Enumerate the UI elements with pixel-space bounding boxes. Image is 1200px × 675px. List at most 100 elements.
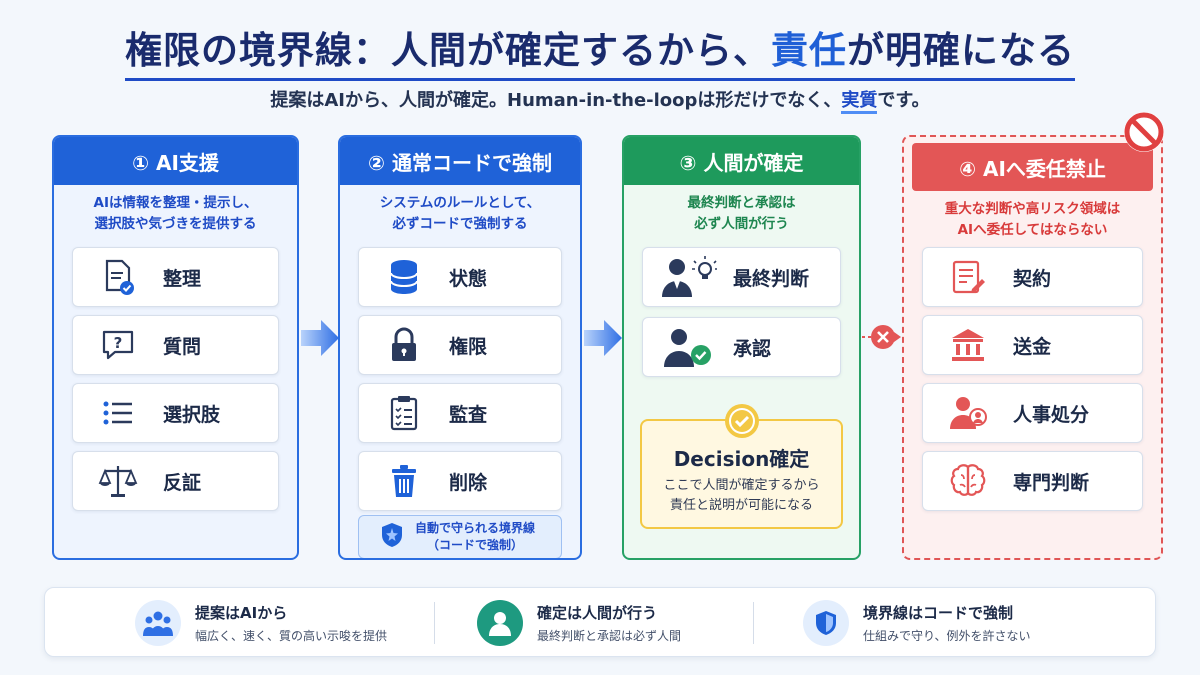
- column-desc-line1: 重大な判断や高リスク領域は: [944, 201, 1121, 217]
- item-label: 反証: [163, 471, 202, 494]
- check-circle-icon: [724, 403, 760, 443]
- footer-text: 境界線はコードで強制 仕組みで守り、例外を許さない: [863, 602, 1031, 644]
- column-heading: ④ AIへ委任禁止: [912, 143, 1153, 191]
- footer-item-code-boundary: 境界線はコードで強制 仕組みで守り、例外を許さない: [803, 588, 1031, 658]
- column-desc-line2: 選択肢や気づきを提供する: [94, 216, 257, 232]
- title-accent: 責任: [771, 29, 847, 72]
- bank-icon: [923, 325, 1013, 365]
- item-counter: 反証: [72, 451, 279, 511]
- item-organize: 整理: [72, 247, 279, 307]
- column-ai-support: ① AI支援 AIは情報を整理・提示し、 選択肢や気づきを提供する 整理 ? 質…: [52, 135, 299, 560]
- item-label: 契約: [1013, 267, 1052, 290]
- footer-divider: [434, 602, 435, 644]
- person-idea-icon: [643, 255, 733, 299]
- arrow-right-icon: [584, 320, 622, 356]
- column-desc: 重大な判断や高リスク領域は AIへ委任してはならない: [904, 199, 1161, 241]
- shield-icon: [803, 600, 849, 646]
- decision-line1: ここで人間が確定するから: [663, 478, 820, 493]
- item-final-judgement: 最終判断: [642, 247, 841, 307]
- decision-title: Decision確定: [673, 447, 810, 471]
- column-desc: AIは情報を整理・提示し、 選択肢や気づきを提供する: [54, 193, 297, 235]
- auto-guard-note: 自動で守られる境界線 （コードで強制）: [358, 515, 562, 558]
- subtitle-text: 提案はAIから、人間が確定。Human-in-the-loopは形だけでなく、: [270, 90, 842, 111]
- clipboard-icon: [359, 393, 449, 433]
- item-label: 状態: [449, 267, 488, 290]
- prohibited-icon: [1124, 112, 1164, 152]
- item-delete: 削除: [358, 451, 562, 511]
- subtitle-tail: です。: [877, 90, 930, 111]
- decision-line2: 責任と説明が可能になる: [669, 498, 813, 513]
- item-label: 権限: [449, 335, 488, 358]
- item-label: 監査: [449, 403, 488, 426]
- item-label: 整理: [163, 267, 202, 290]
- item-label: 選択肢: [163, 403, 221, 426]
- column-no-delegation: ④ AIへ委任禁止 重大な判断や高リスク領域は AIへ委任してはならない 契約 …: [902, 135, 1163, 560]
- decision-box: Decision確定 ここで人間が確定するから 責任と説明が可能になる: [640, 404, 843, 529]
- item-label: 削除: [449, 471, 488, 494]
- database-icon: [359, 257, 449, 297]
- footer-item-ai-proposal: 提案はAIから 幅広く、速く、質の高い示唆を提供: [135, 588, 387, 658]
- arrow-right-icon: [301, 320, 339, 356]
- item-remittance: 送金: [922, 315, 1143, 375]
- column-heading: ③ 人間が確定: [624, 137, 859, 185]
- shield-icon: [379, 521, 405, 553]
- column-desc: システムのルールとして、 必ずコードで強制する: [340, 193, 580, 235]
- footer-divider: [753, 602, 754, 644]
- column-desc-line1: 最終判断と承認は: [687, 195, 796, 211]
- column-desc-line1: AIは情報を整理・提示し、: [93, 195, 258, 211]
- person-icon: [477, 600, 523, 646]
- footer-text: 確定は人間が行う 最終判断と承認は必ず人間: [537, 602, 681, 644]
- team-icon: [135, 600, 181, 646]
- item-hr-action: 人事処分: [922, 383, 1143, 443]
- decision-desc: ここで人間が確定するから 責任と説明が可能になる: [642, 476, 841, 516]
- column-desc-line2: 必ず人間が行う: [694, 216, 789, 232]
- item-approval: 承認: [642, 317, 841, 377]
- item-question: ? 質問: [72, 315, 279, 375]
- title-wrap: 権限の境界線：人間が確定するから、責任が明確になる: [0, 20, 1200, 81]
- scale-icon: [73, 461, 163, 501]
- column-code-enforce: ② 通常コードで強制 システムのルールとして、 必ずコードで強制する 状態 権限…: [338, 135, 582, 560]
- column-heading: ① AI支援: [54, 137, 297, 185]
- guard-line1: 自動で守られる境界線: [415, 521, 536, 535]
- footer-desc: 最終判断と承認は必ず人間: [537, 629, 682, 643]
- blocked-arrow-icon: [862, 325, 901, 349]
- item-expert-judgement: 専門判断: [922, 451, 1143, 511]
- question-bubble-icon: ?: [73, 325, 163, 365]
- column-desc: 最終判断と承認は 必ず人間が行う: [624, 193, 859, 235]
- column-heading: ② 通常コードで強制: [340, 137, 580, 185]
- footer-desc: 幅広く、速く、質の高い示唆を提供: [195, 629, 388, 643]
- footer-title: 境界線はコードで強制: [863, 604, 1014, 622]
- column-human-decide: ③ 人間が確定 最終判断と承認は 必ず人間が行う 最終判断 承認 Decisio…: [622, 135, 861, 560]
- item-label: 専門判断: [1013, 471, 1090, 494]
- item-contract: 契約: [922, 247, 1143, 307]
- guard-text: 自動で守られる境界線 （コードで強制）: [415, 520, 535, 554]
- document-check-icon: [73, 257, 163, 297]
- subtitle: 提案はAIから、人間が確定。Human-in-the-loopは形だけでなく、実…: [0, 86, 1200, 114]
- column-desc-line2: AIへ委任してはならない: [957, 222, 1108, 238]
- item-state: 状態: [358, 247, 562, 307]
- subtitle-strong: 実質: [841, 90, 878, 114]
- item-label: 送金: [1013, 335, 1052, 358]
- column-desc-line2: 必ずコードで強制する: [392, 216, 528, 232]
- footer-desc: 仕組みで守り、例外を許さない: [863, 629, 1031, 643]
- brain-icon: [923, 461, 1013, 501]
- item-permission: 権限: [358, 315, 562, 375]
- title-part2: が明確になる: [847, 29, 1075, 72]
- item-label: 人事処分: [1013, 403, 1090, 426]
- title-part1: 権限の境界線：人間が確定するから、: [125, 29, 771, 72]
- page-title: 権限の境界線：人間が確定するから、責任が明確になる: [125, 20, 1075, 81]
- svg-text:?: ?: [114, 334, 123, 352]
- footer-title: 確定は人間が行う: [537, 604, 658, 622]
- person-check-icon: [643, 325, 733, 369]
- footer-text: 提案はAIから 幅広く、速く、質の高い示唆を提供: [195, 602, 387, 644]
- footer-item-human-decide: 確定は人間が行う 最終判断と承認は必ず人間: [477, 588, 681, 658]
- column-desc-line1: システムのルールとして、: [379, 195, 541, 211]
- people-icon: [923, 393, 1013, 433]
- lock-icon: [359, 325, 449, 365]
- item-label: 質問: [163, 335, 202, 358]
- item-audit: 監査: [358, 383, 562, 443]
- guard-line2: （コードで強制）: [427, 538, 524, 552]
- footer-title: 提案はAIから: [195, 604, 288, 622]
- footer-summary: 提案はAIから 幅広く、速く、質の高い示唆を提供 確定は人間が行う 最終判断と承…: [44, 587, 1156, 657]
- item-label: 最終判断: [733, 267, 810, 290]
